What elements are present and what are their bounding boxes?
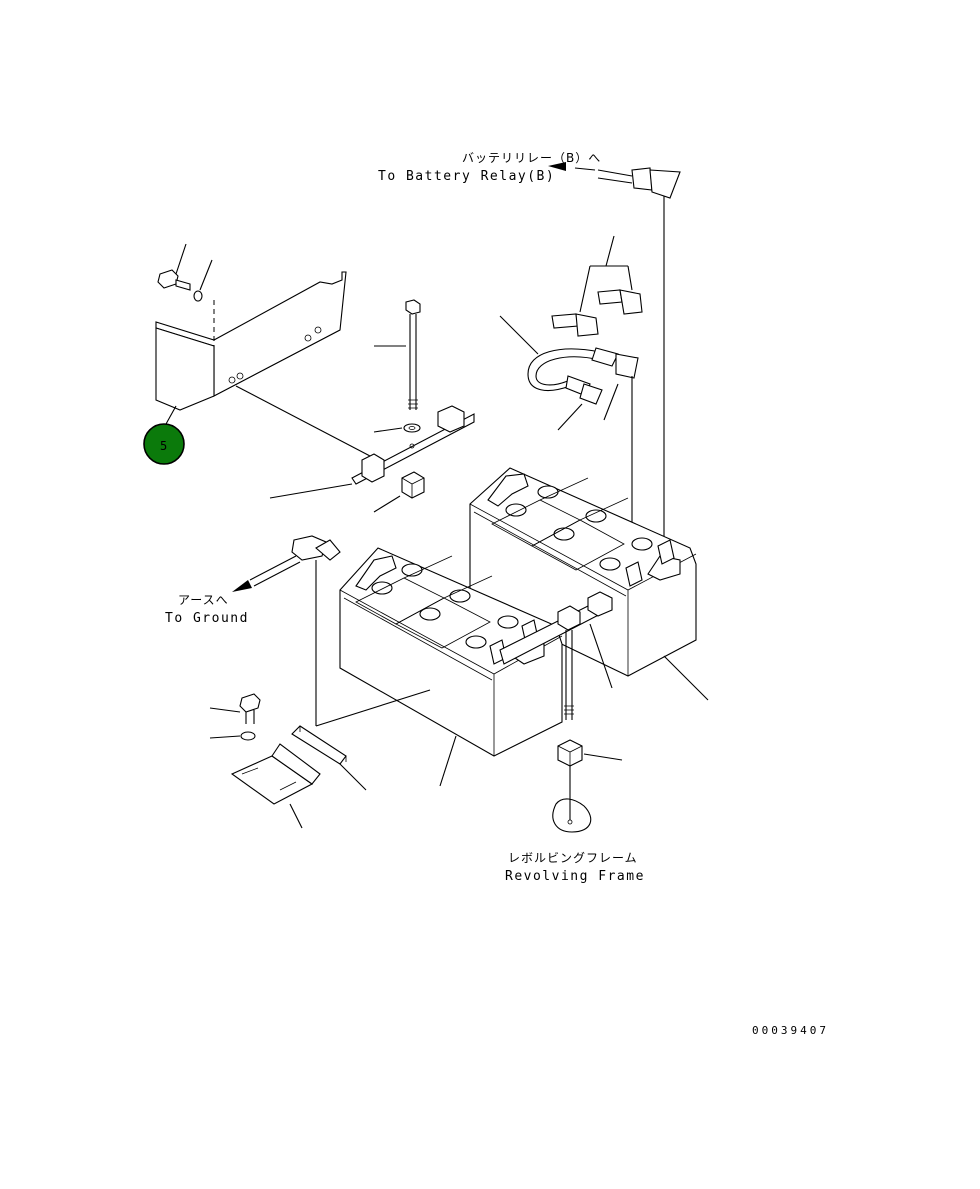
rubber-pad	[291, 689, 431, 791]
frame-label-en: Revolving Frame	[505, 869, 645, 884]
battery-cover	[155, 271, 371, 457]
battery-relay-label-en: To Battery Relay(B)	[378, 169, 555, 184]
ground-label-jp: アースへ	[178, 593, 229, 607]
terminal-caps	[551, 235, 643, 337]
cover-bolt	[157, 243, 213, 302]
hold-down-bar	[269, 405, 475, 499]
j-bolt	[373, 299, 421, 433]
frame-label-jp: レボルビングフレーム	[508, 851, 638, 865]
battery-relay-label-jp: バッテリリレー（B）へ	[462, 151, 601, 165]
ground-cable	[232, 535, 341, 726]
callout-number: 5	[160, 439, 167, 453]
front-hold-down	[499, 591, 613, 720]
battery-front	[339, 547, 563, 787]
ground-label-en: To Ground	[165, 611, 249, 626]
nut	[373, 471, 425, 513]
drawing-number: 00039407	[752, 1024, 829, 1037]
battery-relay-cable	[548, 162, 681, 548]
callout-badge: 5	[143, 405, 185, 465]
l-bracket	[209, 693, 321, 829]
frame-nut	[552, 739, 623, 833]
